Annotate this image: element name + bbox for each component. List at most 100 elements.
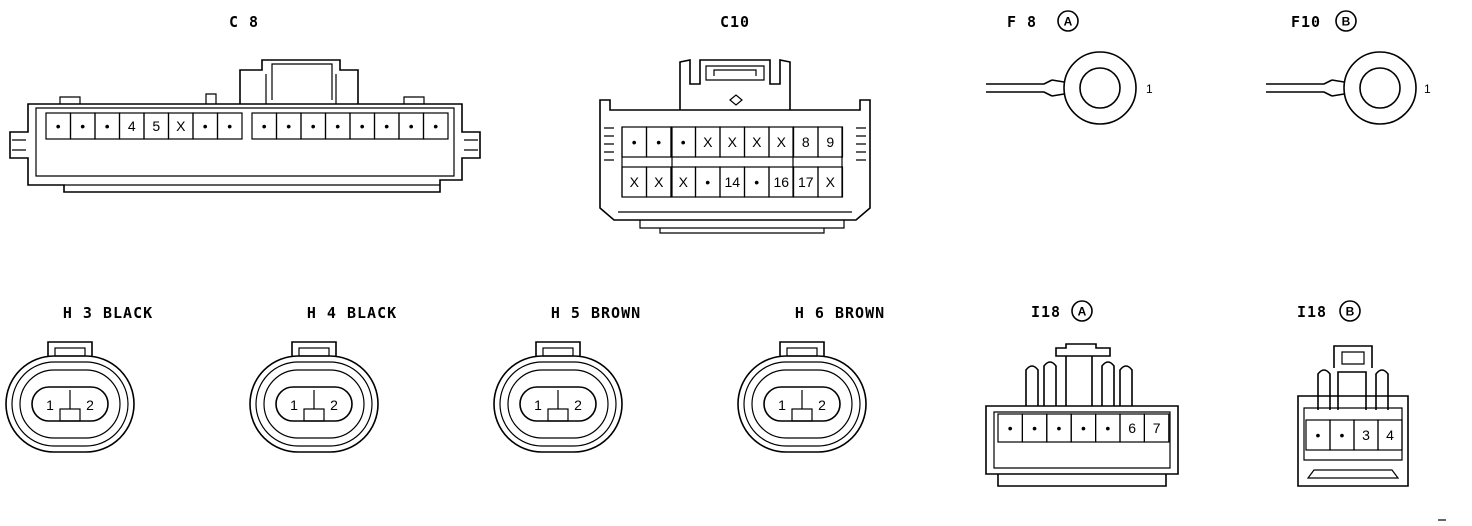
c10-row2-pin: •: [754, 174, 759, 190]
connector-f10-label: F10: [1291, 13, 1321, 31]
h6-key: [791, 408, 813, 422]
c8-left-pin: •: [56, 118, 61, 134]
connector-f10-circle-letter: B: [1342, 15, 1351, 29]
c8-left-pin: •: [105, 118, 110, 134]
h3-key: [59, 408, 81, 422]
h3-pin: 1: [46, 397, 54, 413]
connector-i18a-circle: [1071, 300, 1093, 322]
i18b-cell: [1377, 419, 1403, 451]
h4-pin: 1: [290, 397, 298, 413]
c10-row1-pin: •: [681, 134, 686, 150]
h4-inner-ring: [263, 369, 365, 439]
h3-pin: 2: [86, 397, 94, 413]
h4-latch: [291, 341, 337, 356]
h4-pin: 2: [330, 397, 338, 413]
c8-right-pin: •: [311, 118, 316, 134]
h3-shell-ring: [11, 361, 129, 447]
i18a-pin: •: [1105, 420, 1110, 436]
c8-left-pin: •: [227, 118, 232, 134]
connector-i18b-circle-letter: B: [1346, 305, 1355, 319]
h5-inner-ring: [507, 369, 609, 439]
c8-right-pin: •: [384, 118, 389, 134]
connector-f10-pin: 1: [1424, 82, 1431, 96]
c10-row1-pin: X: [703, 134, 713, 150]
c10-row2-pin: X: [679, 174, 689, 190]
connector-h4-label: H 4 BLACK: [307, 304, 397, 322]
connector-h5-label: H 5 BROWN: [551, 304, 641, 322]
connector-f8: F 8 A 1: [986, 10, 1153, 125]
i18b-pin: •: [1316, 427, 1321, 443]
i18a-cell: [1143, 413, 1170, 443]
c10-row2-pin: 14: [724, 174, 740, 190]
h3-latch: [47, 341, 93, 356]
h3-latch-window: [54, 347, 86, 357]
c10-divider: [621, 127, 843, 197]
connector-f8-pin: 1: [1146, 82, 1153, 96]
h6-latch: [779, 341, 825, 356]
h6-latch-window: [786, 347, 818, 357]
h6-shell-ring: [743, 361, 861, 447]
connector-f8-circle-letter: A: [1064, 15, 1073, 29]
h4-latch-window: [298, 347, 330, 357]
connector-c8-label: C 8: [229, 13, 259, 31]
c8-left-pin: •: [203, 118, 208, 134]
c8-left-pin: 4: [128, 118, 136, 134]
h5-latch-window: [542, 347, 574, 357]
c8-left-pin: X: [176, 118, 186, 134]
connector-f10-circle: [1335, 10, 1357, 32]
connector-i18a-label: I18: [1031, 303, 1061, 321]
h3-inner-ring: [19, 369, 121, 439]
c8-right-pin: •: [335, 118, 340, 134]
c10-row1-pin: 9: [826, 134, 834, 150]
h4-key: [303, 408, 325, 422]
connector-c10-label: C10: [720, 13, 750, 31]
c10-row1-pin: X: [728, 134, 738, 150]
connector-h6-label: H 6 BROWN: [795, 304, 885, 322]
c8-right-pin: •: [360, 118, 365, 134]
c8-left-cell: [216, 112, 243, 140]
connector-h3-label: H 3 BLACK: [63, 304, 153, 322]
connector-f8-label: F 8: [1007, 13, 1037, 31]
i18a-pin: •: [1008, 420, 1013, 436]
ring-terminal-f8: [986, 51, 1137, 125]
i18a-pin: 7: [1153, 420, 1161, 436]
h5-key: [547, 408, 569, 422]
h4-shell-ring: [255, 361, 373, 447]
c8-left-pin: •: [80, 118, 85, 134]
c10-row1-pin: •: [656, 134, 661, 150]
c8-right-pin: •: [433, 118, 438, 134]
c10-row1-pin: X: [752, 134, 762, 150]
c8-right-cell: [422, 112, 449, 140]
c8-right-pin: •: [409, 118, 414, 134]
h5-latch: [535, 341, 581, 356]
connector-f8-circle: [1057, 10, 1079, 32]
h5-pin: 2: [574, 397, 582, 413]
c10-row2-pin: 17: [798, 174, 814, 190]
c8-left-pin: 5: [152, 118, 160, 134]
connector-f10: F10 B 1: [1266, 10, 1431, 125]
h5-shell-ring: [499, 361, 617, 447]
c10-row2-pin: X: [826, 174, 836, 190]
i18a-pin: •: [1081, 420, 1086, 436]
c10-row1-pin: •: [632, 134, 637, 150]
i18a-pin: 6: [1128, 420, 1136, 436]
c10-row2-pin: X: [654, 174, 664, 190]
connector-i18b-circle: [1339, 300, 1361, 322]
c10-row1-pin: X: [777, 134, 787, 150]
c10-row2-pin: •: [705, 174, 710, 190]
connector-i18a-circle-letter: A: [1078, 305, 1087, 319]
c10-row2-pin: X: [630, 174, 640, 190]
connector-i18b-label: I18: [1297, 303, 1327, 321]
h6-pin: 2: [818, 397, 826, 413]
h6-inner-ring: [751, 369, 853, 439]
i18a-pin: •: [1032, 420, 1037, 436]
h6-pin: 1: [778, 397, 786, 413]
